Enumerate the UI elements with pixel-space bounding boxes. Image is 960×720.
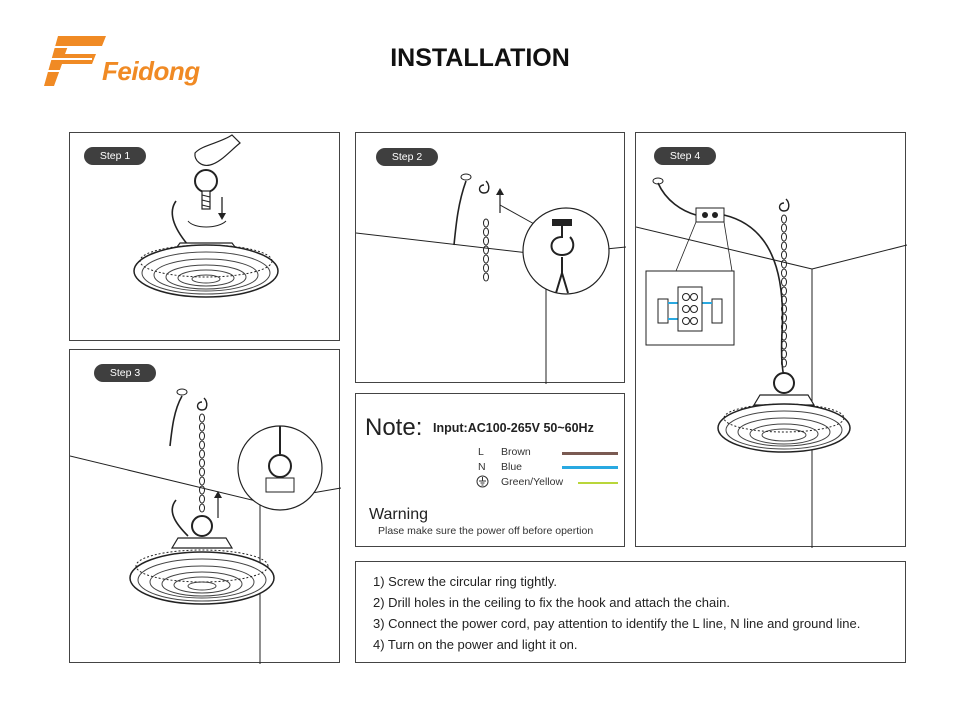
legend-swatch-brown: [562, 452, 618, 455]
step-3-illustration: [70, 388, 341, 664]
page-title: INSTALLATION: [390, 44, 570, 72]
instruction-2: 2) Drill holes in the ceiling to fix the…: [373, 595, 730, 610]
note-title: Note:: [365, 414, 423, 441]
warning-text: Plase make sure the power off before ope…: [378, 525, 594, 537]
logo-mark-icon: [44, 36, 106, 86]
legend-swatch-green-yellow: [578, 482, 618, 484]
instruction-3: 3) Connect the power cord, pay attention…: [373, 616, 861, 631]
legend-code-l: L: [478, 446, 484, 458]
step-1-badge: Step 1: [84, 147, 146, 165]
brand-logo: Feidong: [44, 34, 200, 92]
note-panel: Note: Input:AC100-265V 50~60Hz L Brown N…: [355, 393, 625, 547]
legend-label-brown: Brown: [501, 446, 531, 458]
legend-label-green-yellow: Green/Yellow: [501, 476, 564, 488]
ground-icon: [476, 475, 489, 488]
step-4-illustration: [636, 177, 907, 548]
step-3-panel: Step 3: [69, 349, 341, 664]
logo-text: Feidong: [102, 56, 200, 86]
step-4-badge: Step 4: [654, 147, 716, 165]
input-spec: Input:AC100-265V 50~60Hz: [433, 421, 594, 435]
step-2-illustration: [356, 173, 626, 384]
warning-title: Warning: [369, 506, 428, 523]
legend-swatch-blue: [562, 466, 618, 469]
instruction-1: 1) Screw the circular ring tightly.: [373, 574, 557, 589]
instructions-panel: 1) Screw the circular ring tightly. 2) D…: [355, 561, 906, 663]
instruction-4: 4) Turn on the power and light it on.: [373, 637, 578, 652]
step-2-badge: Step 2: [376, 148, 438, 166]
legend-label-blue: Blue: [501, 461, 523, 473]
step-1-illustration: [133, 134, 279, 298]
step-1-panel: Step 1: [69, 132, 340, 341]
legend-code-n: N: [478, 461, 486, 473]
step-4-panel: Step 4: [635, 132, 907, 548]
step-3-badge: Step 3: [94, 364, 156, 382]
step-2-panel: Step 2: [355, 132, 626, 384]
